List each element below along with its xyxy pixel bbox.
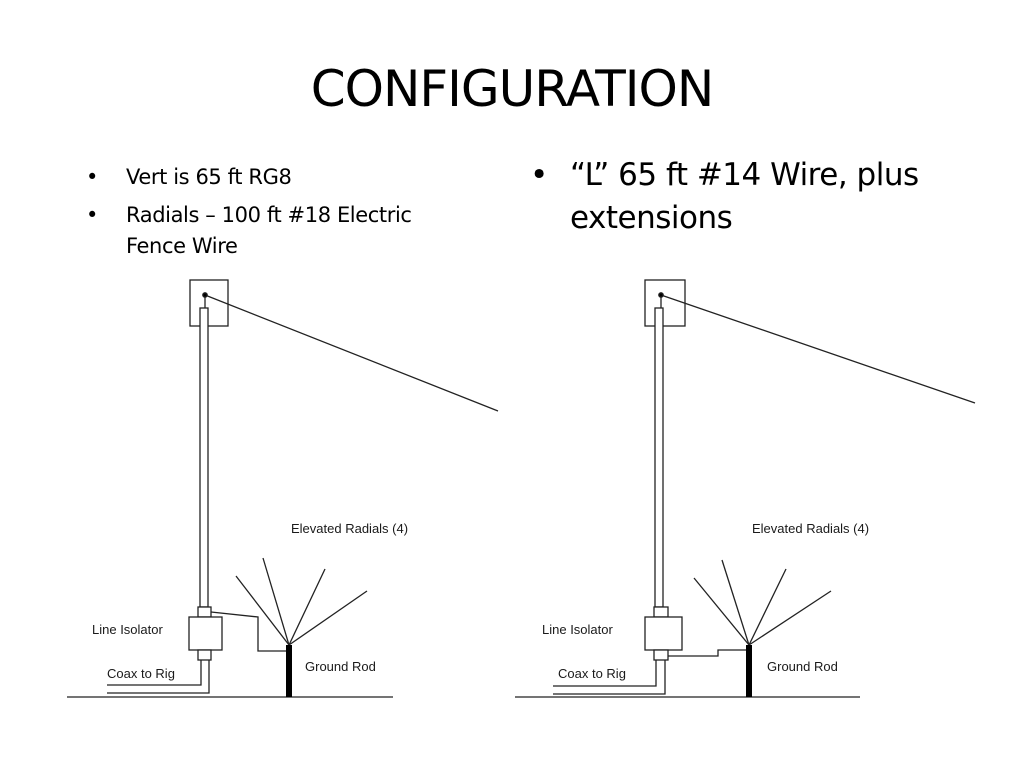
isolator-top-connector [197, 606, 212, 618]
left-bullet-list: • Vert is 65 ft RG8 • Radials – 100 ft #… [86, 162, 466, 269]
isolator-bottom-connector [653, 649, 669, 661]
line-isolator-box [644, 616, 683, 651]
feedpoint-dot [202, 292, 208, 298]
bullet-item: • Vert is 65 ft RG8 [86, 162, 466, 193]
ground-rod [286, 645, 292, 697]
l-wire [660, 294, 976, 404]
label-coax-to-rig: Coax to Rig [107, 666, 175, 681]
line-isolator-box [188, 616, 223, 651]
coax-to-rig-line [107, 660, 202, 686]
bullet-text: Radials – 100 ft #18 Electric Fence Wire [126, 203, 412, 258]
vertical-coax [654, 307, 664, 608]
label-elevated-radials: Elevated Radials (4) [291, 521, 408, 536]
label-elevated-radials: Elevated Radials (4) [752, 521, 869, 536]
right-bullet-list: • “L” 65 ft #14 Wire, plus extensions [530, 154, 970, 240]
isolator-bottom-connector [197, 649, 212, 661]
feedpoint-dot [658, 292, 664, 298]
bullet-icon: • [86, 203, 98, 227]
label-line-isolator: Line Isolator [92, 622, 163, 637]
bullet-text: Vert is 65 ft RG8 [126, 165, 292, 189]
radial [235, 575, 290, 646]
label-ground-rod: Ground Rod [767, 659, 838, 674]
isolator-top-connector [653, 606, 669, 618]
radial [721, 559, 750, 646]
left-antenna-diagram [67, 279, 499, 698]
radial [748, 568, 787, 646]
coax-to-rig-line [553, 660, 657, 687]
label-line-isolator: Line Isolator [542, 622, 613, 637]
bullet-item: • Radials – 100 ft #18 Electric Fence Wi… [86, 200, 466, 262]
radial [693, 577, 750, 646]
bullet-icon: • [530, 157, 548, 193]
vertical-coax [199, 307, 209, 608]
feedpoint-box [189, 279, 229, 327]
radial [288, 590, 368, 646]
radial [262, 557, 290, 646]
radial [748, 590, 832, 646]
bullet-icon: • [86, 165, 98, 189]
bullet-text: “L” 65 ft #14 Wire, plus extensions [570, 157, 919, 236]
slide-title: CONFIGURATION [310, 60, 715, 118]
bullet-item: • “L” 65 ft #14 Wire, plus extensions [530, 154, 970, 240]
l-wire [204, 294, 499, 412]
ground-rod [746, 645, 752, 697]
right-antenna-diagram [515, 279, 976, 698]
label-ground-rod: Ground Rod [305, 659, 376, 674]
feedpoint-box [644, 279, 686, 327]
ground-strap [210, 611, 288, 652]
label-coax-to-rig: Coax to Rig [558, 666, 626, 681]
ground-strap [668, 649, 749, 657]
radial [288, 568, 326, 646]
